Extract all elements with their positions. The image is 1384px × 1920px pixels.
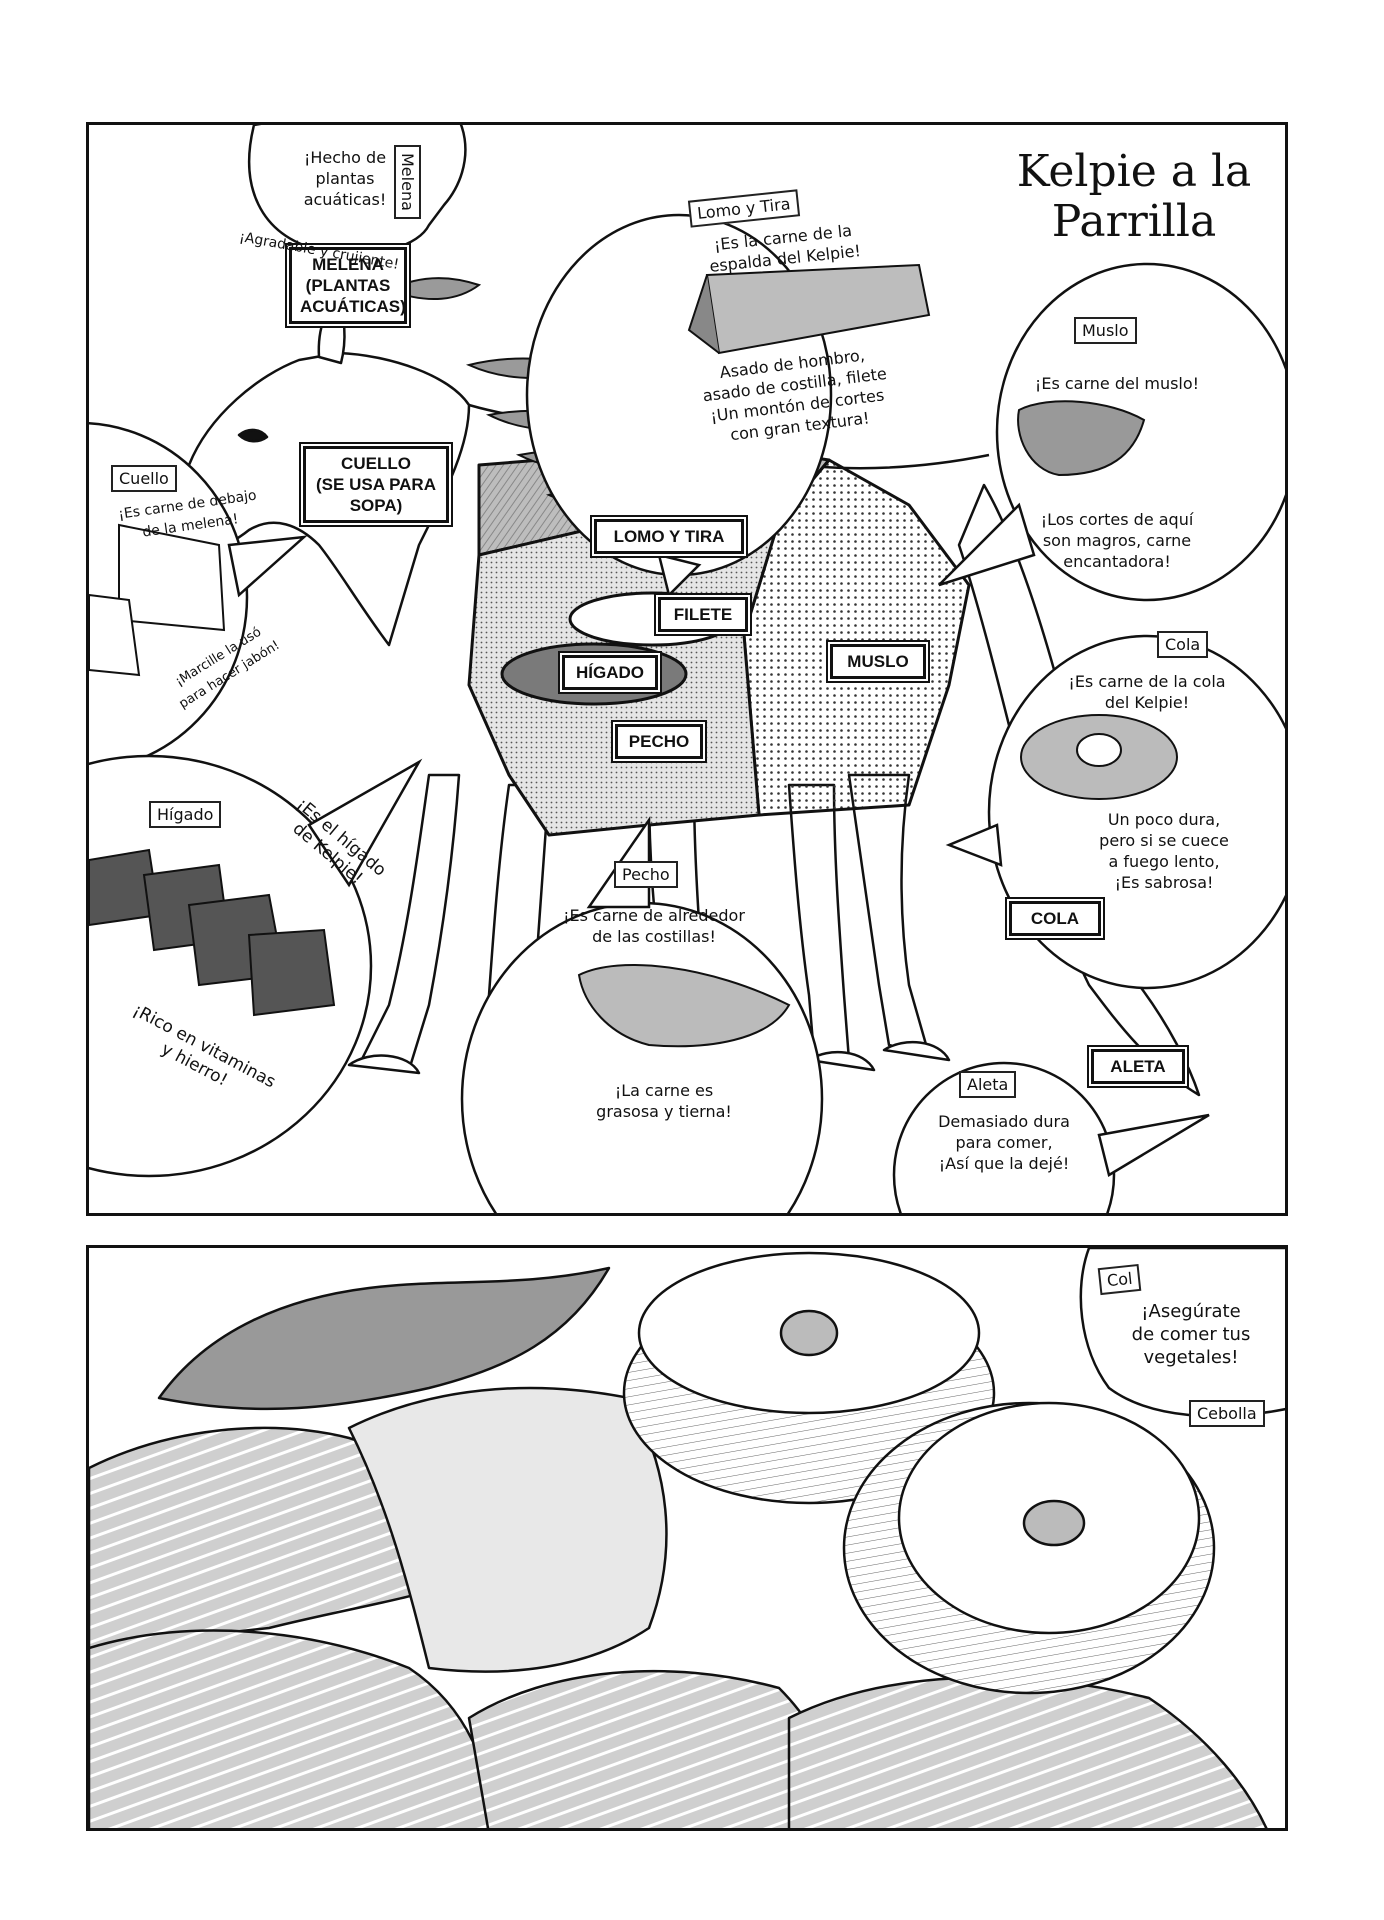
label-cola: COLA [1009, 901, 1101, 936]
grilled-vegetables-art [89, 1248, 1285, 1828]
bubble-muslo-text: ¡Es carne del muslo! [1034, 374, 1200, 393]
label-higado: HÍGADO [562, 655, 658, 690]
tag-cola: Cola [1157, 631, 1209, 658]
page-title: Kelpie a la Parrilla [1016, 146, 1252, 247]
vegetables-panel: Col ¡Asegúrate de comer tus vegetales! C… [86, 1245, 1288, 1831]
tag-muslo: Muslo [1074, 317, 1137, 344]
label-aleta: ALETA [1091, 1049, 1185, 1084]
cabbage-leaf-bottom-right [787, 1676, 1268, 1828]
bubble-melena-text: ¡Hecho de plantas acuáticas! [303, 148, 387, 209]
bubble-pecho-text: ¡Es carne de alrededor de las costillas! [563, 906, 745, 946]
tag-cebolla: Cebolla [1189, 1400, 1265, 1427]
bubble-col-text: ¡Asegúrate de comer tus vegetales! [1131, 1301, 1251, 1368]
tag-higado: Hígado [149, 801, 222, 828]
label-filete: FILETE [658, 597, 748, 632]
diagram-panel: Kelpie a la Parrilla MELENA (PLANTAS ACU… [86, 122, 1288, 1216]
label-melena: MELENA (PLANTAS ACUÁTICAS) [289, 247, 407, 324]
tag-pecho: Pecho [614, 861, 678, 888]
herbs [157, 1266, 611, 1411]
bubble-cola-note: Un poco dura, pero si se cuece a fuego l… [1099, 810, 1229, 892]
tag-aleta: Aleta [959, 1071, 1017, 1098]
label-lomo-y-tira: LOMO Y TIRA [594, 519, 744, 554]
bubble-pecho-note: ¡La carne es grasosa y tierna! [596, 1081, 732, 1121]
cabbage-leaf-bottom-mid [467, 1669, 834, 1828]
label-cuello: CUELLO (SE USA PARA SOPA) [303, 446, 449, 523]
food-illustrations [89, 263, 1178, 1048]
label-pecho: PECHO [615, 724, 703, 759]
cabbage-leaf-mid [347, 1386, 668, 1673]
bubble-cola-text: ¡Es carne de la cola del Kelpie! [1068, 672, 1226, 712]
tag-col: Col [1097, 1263, 1142, 1296]
label-muslo: MUSLO [830, 644, 926, 679]
tag-cuello: Cuello [111, 465, 177, 492]
bubble-muslo-note: ¡Los cortes de aquí son magros, carne en… [1040, 510, 1194, 571]
bubble-aleta-text: Demasiado dura para comer, ¡Así que la d… [938, 1112, 1070, 1173]
